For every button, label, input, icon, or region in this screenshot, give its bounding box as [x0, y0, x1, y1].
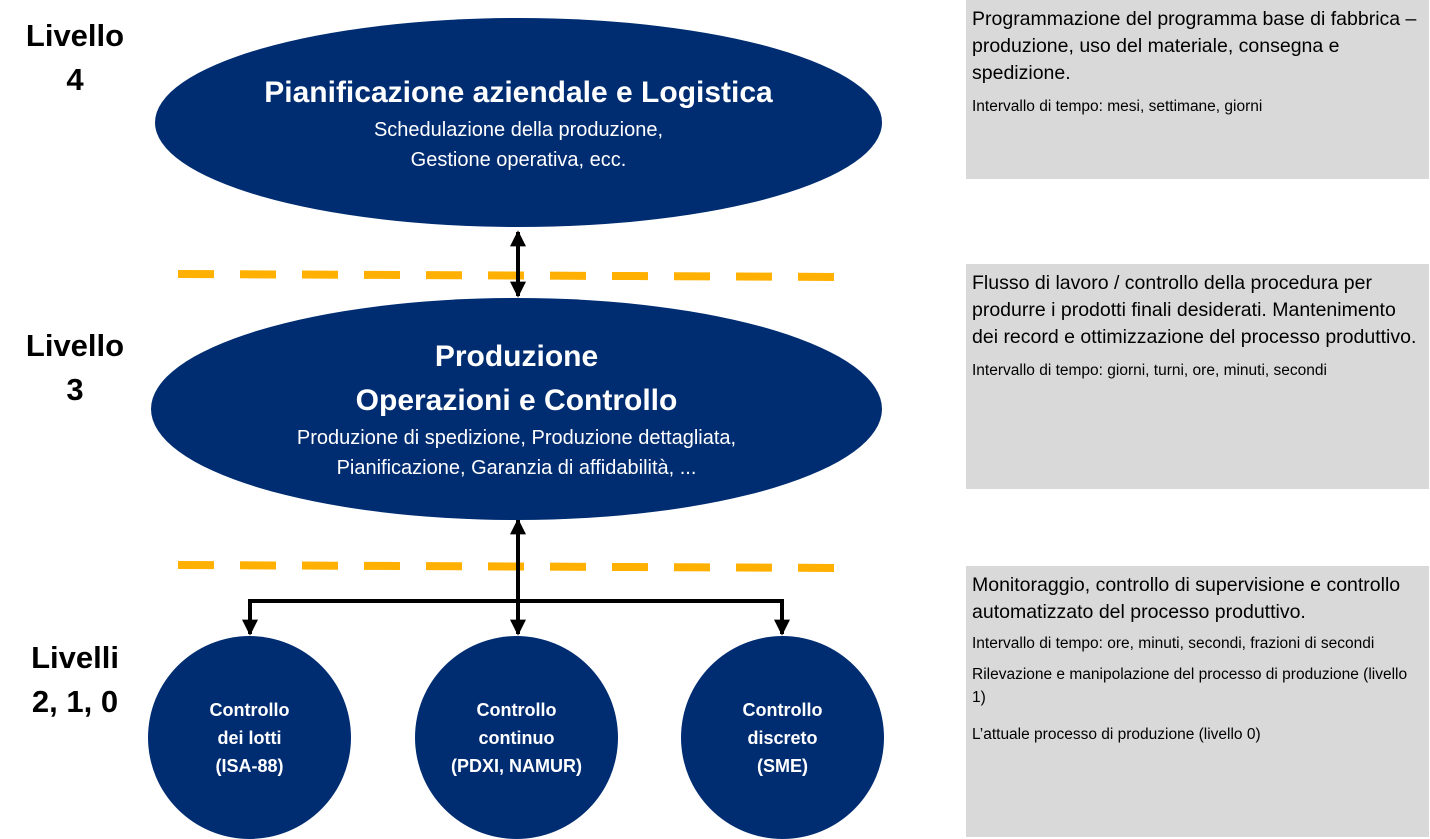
level4-subtitle-line: Schedulazione della produzione, [373, 118, 664, 141]
level-label-2-1-0: Livelli 2, 1, 0 [0, 636, 150, 724]
divider-line-bottom [177, 561, 847, 572]
control-line: Controllo [742, 699, 823, 720]
control-circle-discrete: Controllo discreto (SME) [681, 636, 884, 839]
level-label-3: Livello 3 [0, 324, 150, 412]
level3-subtitle-line: Produzione di spedizione, Produzione det… [296, 427, 737, 449]
level-label-number: 4 [66, 62, 84, 97]
control-line: Controllo [476, 699, 557, 720]
info-main-text: Monitoraggio, controllo di supervisione … [972, 574, 1401, 623]
control-line: (ISA-88) [215, 755, 284, 776]
info-note: Intervallo di tempo: ore, minuti, second… [972, 635, 1375, 652]
level4-subtitle-line: Gestione operativa, ecc. [410, 148, 627, 171]
level3-subtitle-line: Pianificazione, Garanzia di affidabilità… [336, 457, 697, 479]
level4-ellipse: Pianificazione aziendale e Logistica Sch… [155, 18, 882, 227]
level3-ellipse: Produzione Operazioni e Controllo Produz… [151, 298, 882, 520]
info-note: L’attuale processo di produzione (livell… [972, 726, 1261, 743]
level4-title: Pianificazione aziendale e Logistica [264, 75, 773, 109]
level-label-word: Livello [25, 328, 125, 363]
control-line: discreto [747, 727, 818, 748]
info-box-level3: Flusso di lavoro / controllo della proce… [966, 264, 1429, 489]
info-note: Intervallo di tempo: mesi, settimane, gi… [972, 98, 1263, 115]
level-label-4: Livello 4 [0, 14, 150, 102]
info-note: Intervallo di tempo: giorni, turni, ore,… [972, 362, 1327, 379]
level-label-number: 3 [66, 372, 84, 407]
control-line: (SME) [757, 755, 808, 776]
level-label-word: Livello [25, 18, 125, 53]
info-note: Rilevazione e manipolazione del processo… [972, 666, 1408, 706]
control-line: continuo [478, 727, 555, 748]
level3-title-line: Produzione [434, 340, 599, 373]
level3-title-line: Operazioni e Controllo [355, 384, 678, 417]
control-line: Controllo [209, 699, 290, 720]
control-line: dei lotti [217, 727, 282, 748]
divider-line-top [177, 270, 847, 281]
info-box-levels-2-1-0: Monitoraggio, controllo di supervisione … [966, 566, 1429, 837]
level-label-word: Livelli [31, 640, 119, 675]
info-main-text: Programmazione del programma base di fab… [972, 8, 1417, 84]
level-label-number: 2, 1, 0 [31, 684, 119, 719]
info-box-level4: Programmazione del programma base di fab… [966, 0, 1429, 179]
control-circle-batch: Controllo dei lotti (ISA-88) [148, 636, 351, 839]
info-main-text: Flusso di lavoro / controllo della proce… [972, 272, 1417, 348]
control-circle-continuous: Controllo continuo (PDXI, NAMUR) [415, 636, 618, 839]
control-line: (PDXI, NAMUR) [451, 755, 582, 776]
